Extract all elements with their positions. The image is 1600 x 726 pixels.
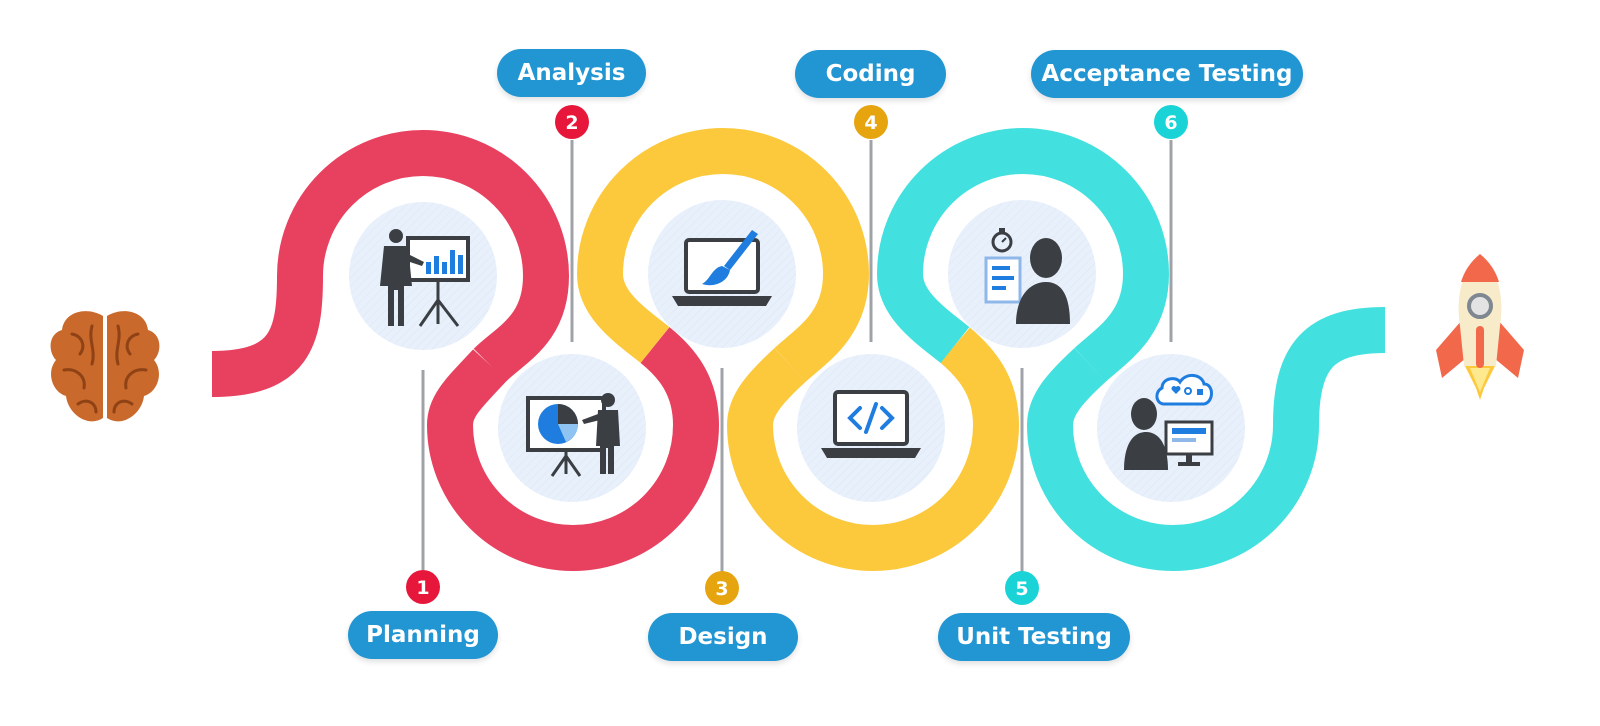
rocket-icon <box>1436 254 1524 400</box>
svg-text:4: 4 <box>864 112 877 134</box>
step-badge-1: 1 <box>406 570 440 604</box>
presentation-chart-icon <box>380 229 470 327</box>
step-badge-4: 4 <box>854 105 888 139</box>
step-badge-6: 6 <box>1154 105 1188 139</box>
road-segment-red-loop <box>426 327 720 571</box>
acceptance-testing-icon <box>1124 374 1214 470</box>
code-laptop-icon <box>821 390 921 458</box>
road-segment-teal <box>876 128 1170 383</box>
step-label-unit-testing[interactable]: Unit Testing <box>938 613 1130 661</box>
road-segment-yellow-loop <box>726 327 1020 571</box>
step-label-acceptance-testing[interactable]: Acceptance Testing <box>1031 50 1303 98</box>
road-segment-red <box>211 130 570 397</box>
step-label-planning[interactable]: Planning <box>348 611 498 659</box>
step-label-analysis[interactable]: Analysis <box>497 49 646 97</box>
svg-text:6: 6 <box>1164 112 1177 134</box>
svg-text:2: 2 <box>565 112 578 134</box>
svg-text:3: 3 <box>715 578 728 600</box>
pie-chart-presentation-icon <box>526 393 620 477</box>
step-badge-3: 3 <box>705 571 739 605</box>
design-laptop-icon <box>672 230 772 306</box>
road <box>211 128 1386 571</box>
svg-text:1: 1 <box>416 577 429 599</box>
step-badge-2: 2 <box>555 105 589 139</box>
road-segment-teal-loop <box>1026 307 1386 571</box>
connectors <box>421 140 1173 572</box>
step-label-design[interactable]: Design <box>648 613 798 661</box>
step-badge-5: 5 <box>1005 571 1039 605</box>
road-segment-yellow <box>576 128 870 383</box>
step-label-coding[interactable]: Coding <box>795 50 946 98</box>
svg-text:5: 5 <box>1015 578 1028 600</box>
unit-testing-icon <box>984 228 1070 324</box>
brain-icon <box>50 311 160 422</box>
